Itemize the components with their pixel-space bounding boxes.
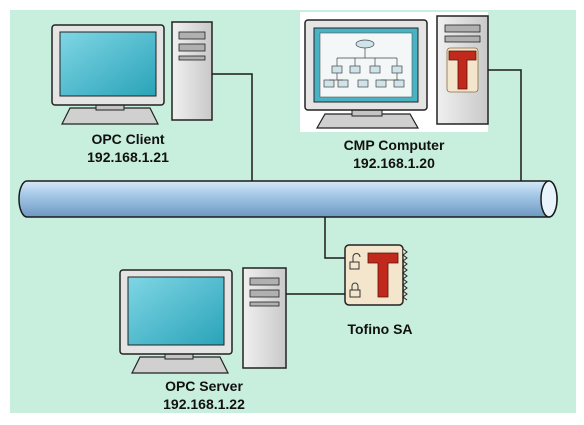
opc-client-label: OPC Client 192.168.1.21	[60, 130, 196, 166]
opc-server-label: OPC Server 192.168.1.22	[134, 377, 274, 413]
cmp-screen-topology	[323, 39, 405, 88]
connection-lines	[212, 69, 522, 295]
tofino-bus-link	[324, 216, 345, 259]
opc-server-monitor	[119, 269, 233, 374]
opc-client-monitor	[51, 24, 165, 125]
opc-server-name: OPC Server	[165, 378, 243, 394]
tofino-label: Tofino SA	[330, 320, 430, 338]
network-bus-pipe	[18, 180, 558, 218]
cmp-monitor	[304, 19, 428, 129]
unlocked-padlock-icon	[349, 253, 361, 270]
cmp-tofino-t-icon	[446, 47, 479, 93]
client-link	[212, 73, 253, 182]
cmp-computer-ip: 192.168.1.20	[353, 155, 435, 171]
opc-client-computer	[51, 21, 213, 125]
tofino-t-icon	[367, 252, 399, 298]
cmp-computer-name: CMP Computer	[343, 137, 445, 153]
opc-client-ip: 192.168.1.21	[87, 149, 169, 165]
locked-padlock-icon	[349, 282, 361, 298]
opc-client-name: OPC Client	[91, 131, 165, 147]
tofino-serrated-edge	[402, 248, 408, 301]
tofino-device	[344, 244, 408, 306]
cmp-computer-label: CMP Computer 192.168.1.20	[316, 136, 472, 172]
opc-server-computer	[119, 267, 287, 374]
opc-server-ip: 192.168.1.22	[163, 396, 245, 412]
cmp-computer	[304, 15, 489, 129]
tofino-name: Tofino SA	[347, 321, 413, 337]
opc-client-tower	[171, 21, 213, 121]
opc-server-tower	[242, 267, 287, 369]
cmp-tower	[436, 15, 489, 125]
cmp-link	[488, 69, 522, 182]
